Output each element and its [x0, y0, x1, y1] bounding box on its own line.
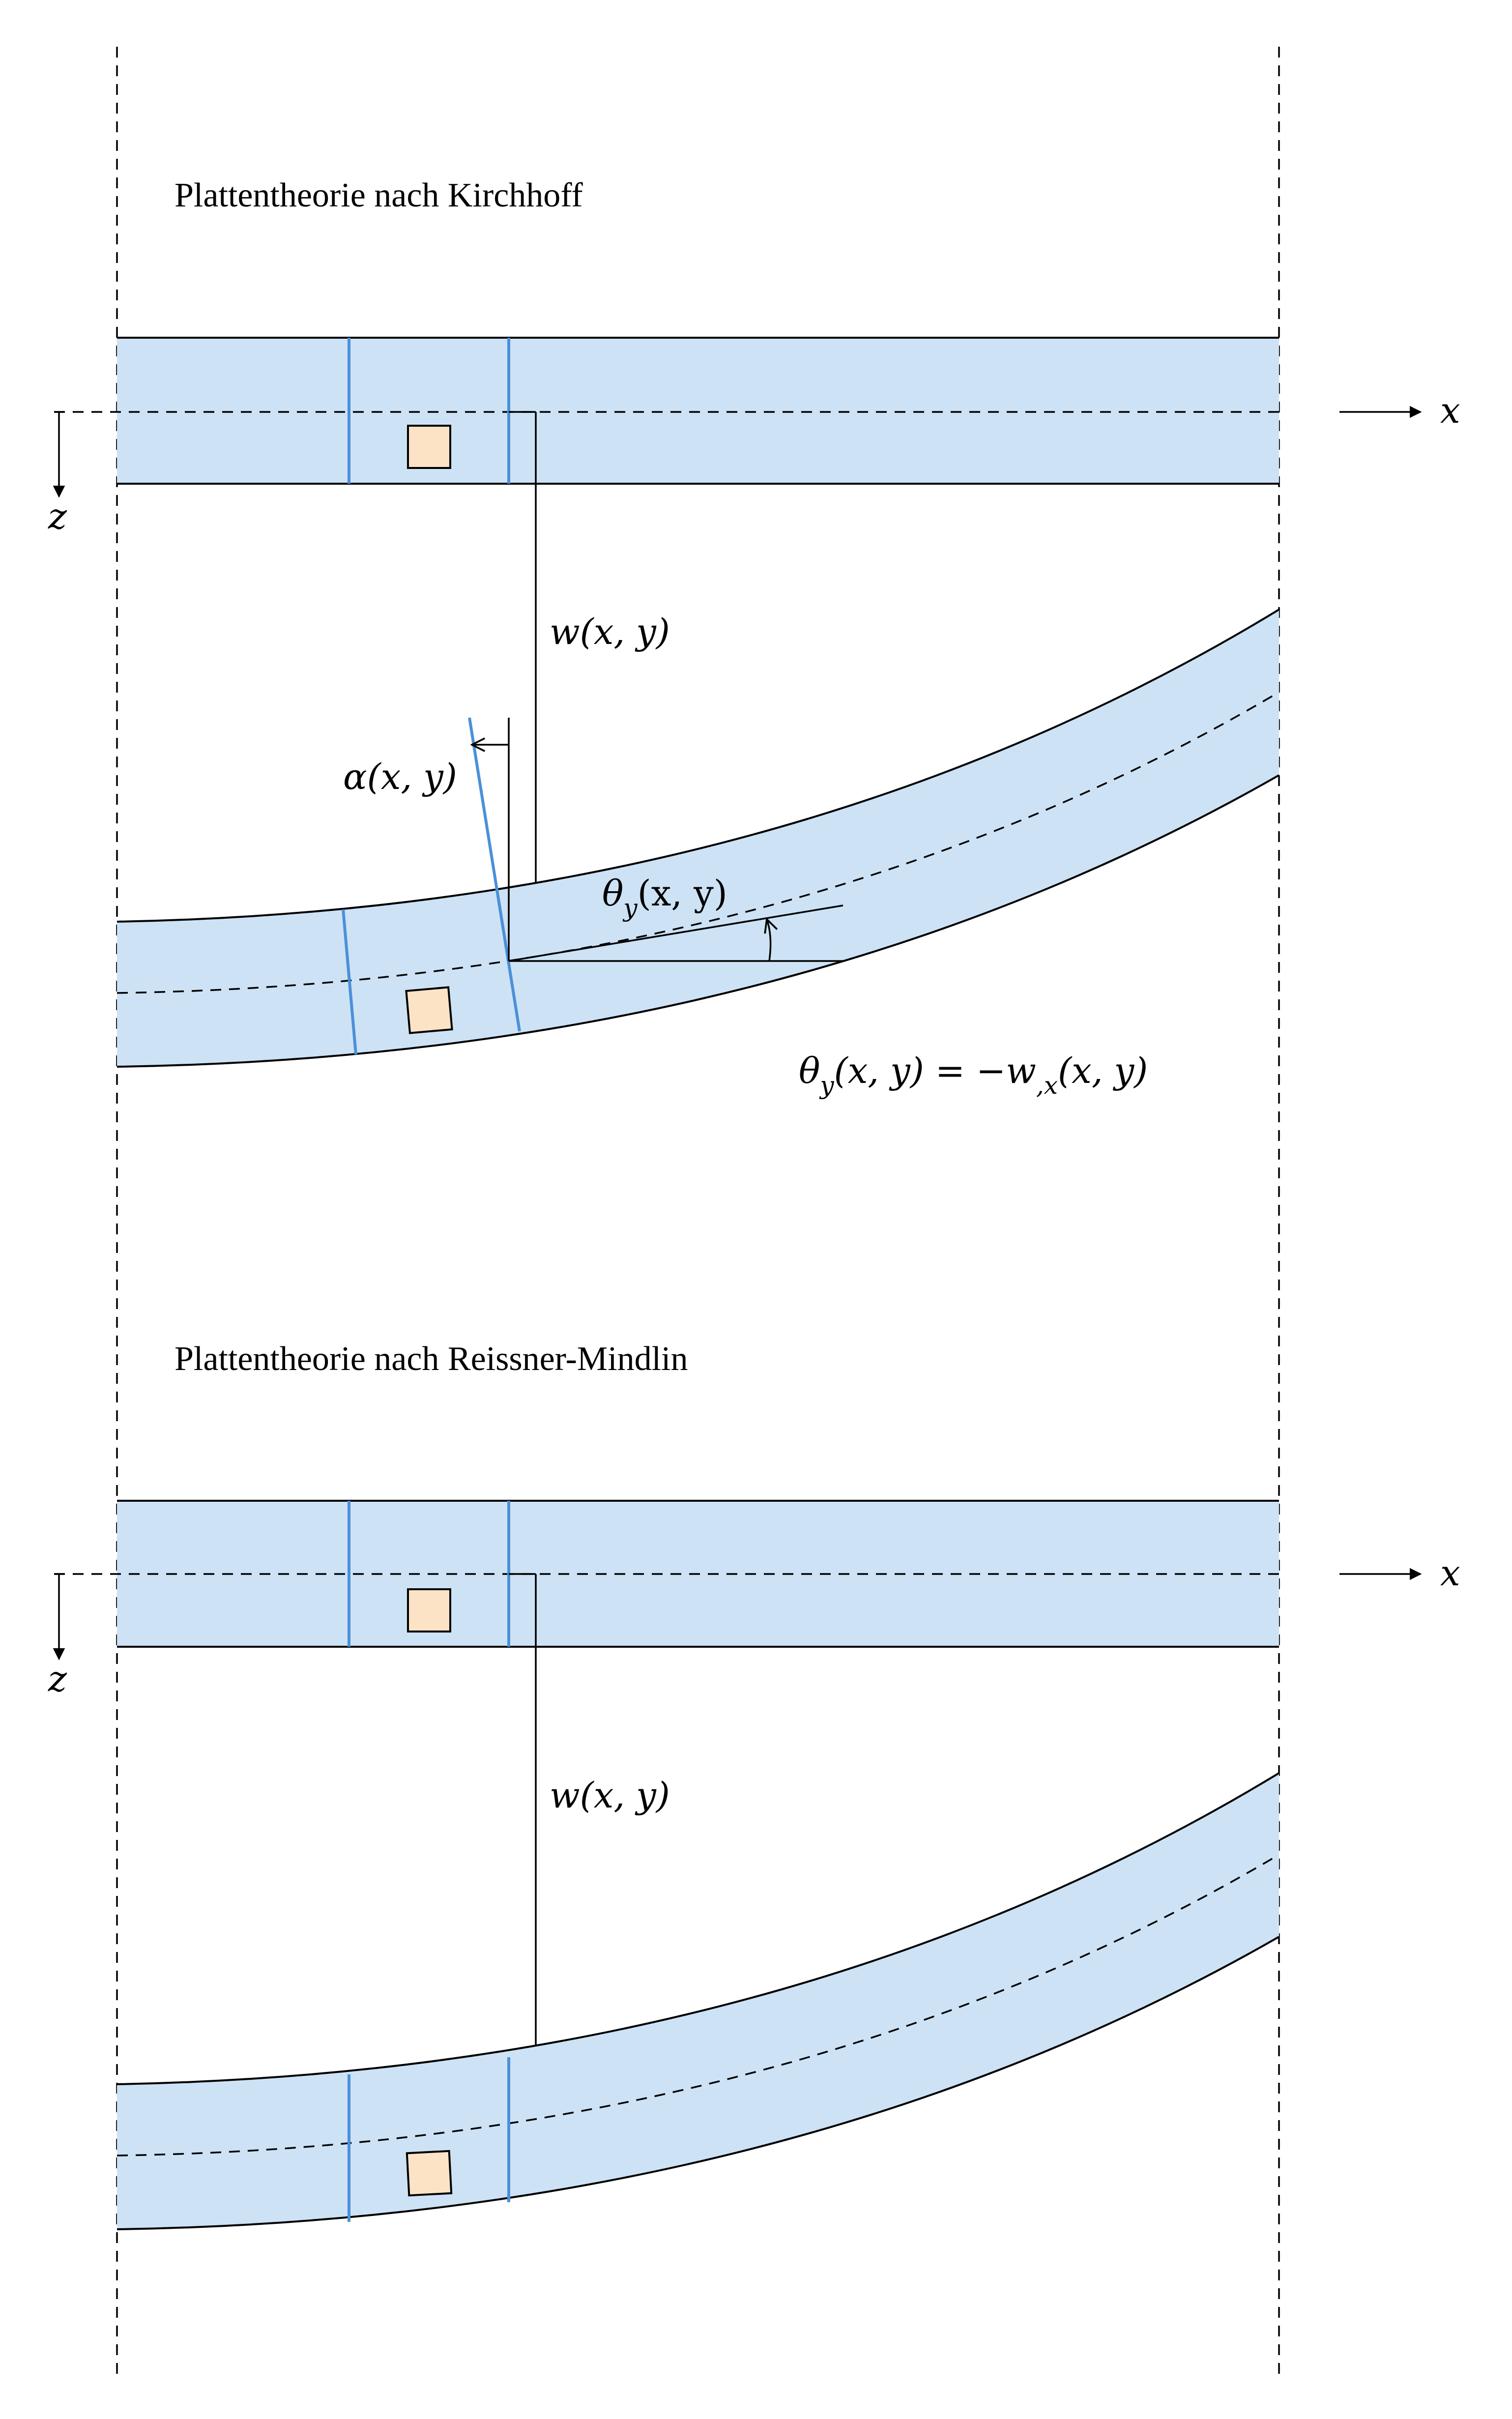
- reissner-mindlin-deflection-label: w(x, y): [550, 1775, 670, 1816]
- kirchhoff-deflection-label: w(x, y): [550, 611, 670, 652]
- theta-label: θy(x, y): [602, 873, 727, 922]
- x-axis-label-top: x: [1440, 390, 1460, 431]
- reissner-mindlin-element-deformed: [406, 2150, 453, 2197]
- alpha-label: α(x, y): [343, 756, 457, 797]
- kirchhoff-element-undeformed: [407, 425, 451, 469]
- reissner-mindlin-deformed-plate: [116, 1772, 1280, 2230]
- reissner-mindlin-title: Plattentheorie nach Reissner-Mindlin: [174, 1340, 688, 1378]
- kirchhoff-undeformed-plate: [54, 337, 1279, 485]
- theta-arrow: [767, 919, 771, 962]
- z-axis-label-bottom: z: [48, 1658, 67, 1699]
- reissner-mindlin-undeformed-plate: [54, 1500, 1279, 1648]
- reissner-mindlin-element-undeformed: [407, 1588, 451, 1632]
- kirchhoff-element-deformed: [405, 986, 453, 1034]
- kirchhoff-title: Plattentheorie nach Kirchhoff: [174, 176, 583, 214]
- x-axis-label-bottom: x: [1440, 1552, 1460, 1594]
- kirchhoff-deformed-plate: [116, 609, 1280, 1068]
- z-axis-label-top: z: [48, 495, 67, 537]
- kirchhoff-relation: θy(x, y) = −w,x(x, y): [799, 1050, 1148, 1100]
